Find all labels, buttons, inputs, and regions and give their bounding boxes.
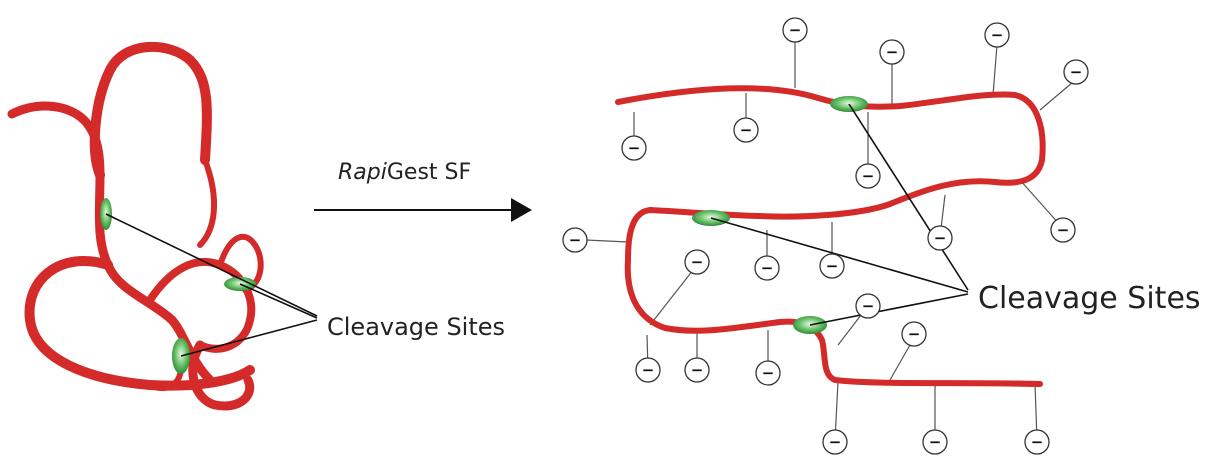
charge-symbol: − xyxy=(691,253,704,271)
charge-symbol: − xyxy=(628,139,641,157)
negative-charge: − xyxy=(635,357,661,383)
negative-charge: − xyxy=(562,227,588,253)
charge-circle xyxy=(927,225,953,251)
reaction-arrow xyxy=(314,198,532,222)
charge-circle xyxy=(922,429,948,455)
charge-symbol: − xyxy=(862,167,875,185)
charge-symbol: − xyxy=(642,361,655,379)
negative-charge: − xyxy=(782,17,808,43)
charge-symbol: − xyxy=(934,229,947,247)
negative-charge: − xyxy=(822,429,848,455)
charge-symbol: − xyxy=(1070,63,1083,81)
charge-circle xyxy=(901,321,927,347)
charge-symbol: − xyxy=(740,121,753,139)
negative-charge: − xyxy=(901,321,927,347)
charge-circle xyxy=(621,135,647,161)
negative-charge: − xyxy=(984,22,1010,48)
charge-circle xyxy=(562,227,588,253)
negative-charges: − − − − − − − − − − − − − − − − − − − − − xyxy=(562,17,1089,455)
negative-charge: − xyxy=(819,253,845,279)
charge-circle xyxy=(1050,217,1076,243)
charge-circle xyxy=(733,117,759,143)
charge-symbol: − xyxy=(691,361,704,379)
charge-symbol: − xyxy=(761,259,774,277)
negative-charge: − xyxy=(684,249,710,275)
negative-charge: − xyxy=(879,39,905,65)
charge-symbol: − xyxy=(1031,433,1044,451)
charge-symbol: − xyxy=(789,21,802,39)
charge-circle xyxy=(879,39,905,65)
charge-circle xyxy=(684,249,710,275)
charge-symbol: − xyxy=(762,364,775,382)
negative-charge: − xyxy=(1063,59,1089,85)
negative-charge: − xyxy=(684,357,710,383)
charge-circle xyxy=(819,253,845,279)
negative-charge: − xyxy=(754,255,780,281)
negative-charge: − xyxy=(1024,429,1050,455)
charge-circle xyxy=(635,357,661,383)
reagent-label-italic: Rapi xyxy=(338,160,387,185)
charge-circle xyxy=(855,163,881,189)
charge-symbol: − xyxy=(826,257,839,275)
reagent-label: RapiGest SF xyxy=(338,162,471,184)
negative-charge: − xyxy=(922,429,948,455)
right-cleavage-sites-label: Cleavage Sites xyxy=(978,281,1201,316)
folded-protein-ribbon xyxy=(7,41,264,411)
charge-circle xyxy=(822,429,848,455)
negative-charge: − xyxy=(733,117,759,143)
charge-symbol: − xyxy=(886,43,899,61)
unfolded-protein-ribbon xyxy=(615,85,1046,387)
negative-charge: − xyxy=(1050,217,1076,243)
charge-symbol: − xyxy=(991,26,1004,44)
charge-circle xyxy=(754,255,780,281)
negative-charge: − xyxy=(755,360,781,386)
charge-circle xyxy=(984,22,1010,48)
charge-circle xyxy=(1024,429,1050,455)
negative-charge: − xyxy=(927,225,953,251)
charge-circle xyxy=(1063,59,1089,85)
negative-charge: − xyxy=(855,163,881,189)
charge-circle xyxy=(782,17,808,43)
charge-symbol: − xyxy=(908,325,921,343)
right-pointer-lines xyxy=(710,103,969,326)
charge-symbol: − xyxy=(862,297,875,315)
charge-symbol: − xyxy=(569,231,582,249)
left-pointer-lines xyxy=(105,213,318,357)
charge-symbol: − xyxy=(929,433,942,451)
reagent-label-rest: Gest SF xyxy=(386,160,472,185)
negative-charge: − xyxy=(855,293,881,319)
charge-circle xyxy=(755,360,781,386)
negative-charge: − xyxy=(621,135,647,161)
charge-circle xyxy=(684,357,710,383)
charge-symbol: − xyxy=(1057,221,1070,239)
charge-circle xyxy=(855,293,881,319)
left-cleavage-sites-label: Cleavage Sites xyxy=(327,313,506,341)
charge-symbol: − xyxy=(829,433,842,451)
